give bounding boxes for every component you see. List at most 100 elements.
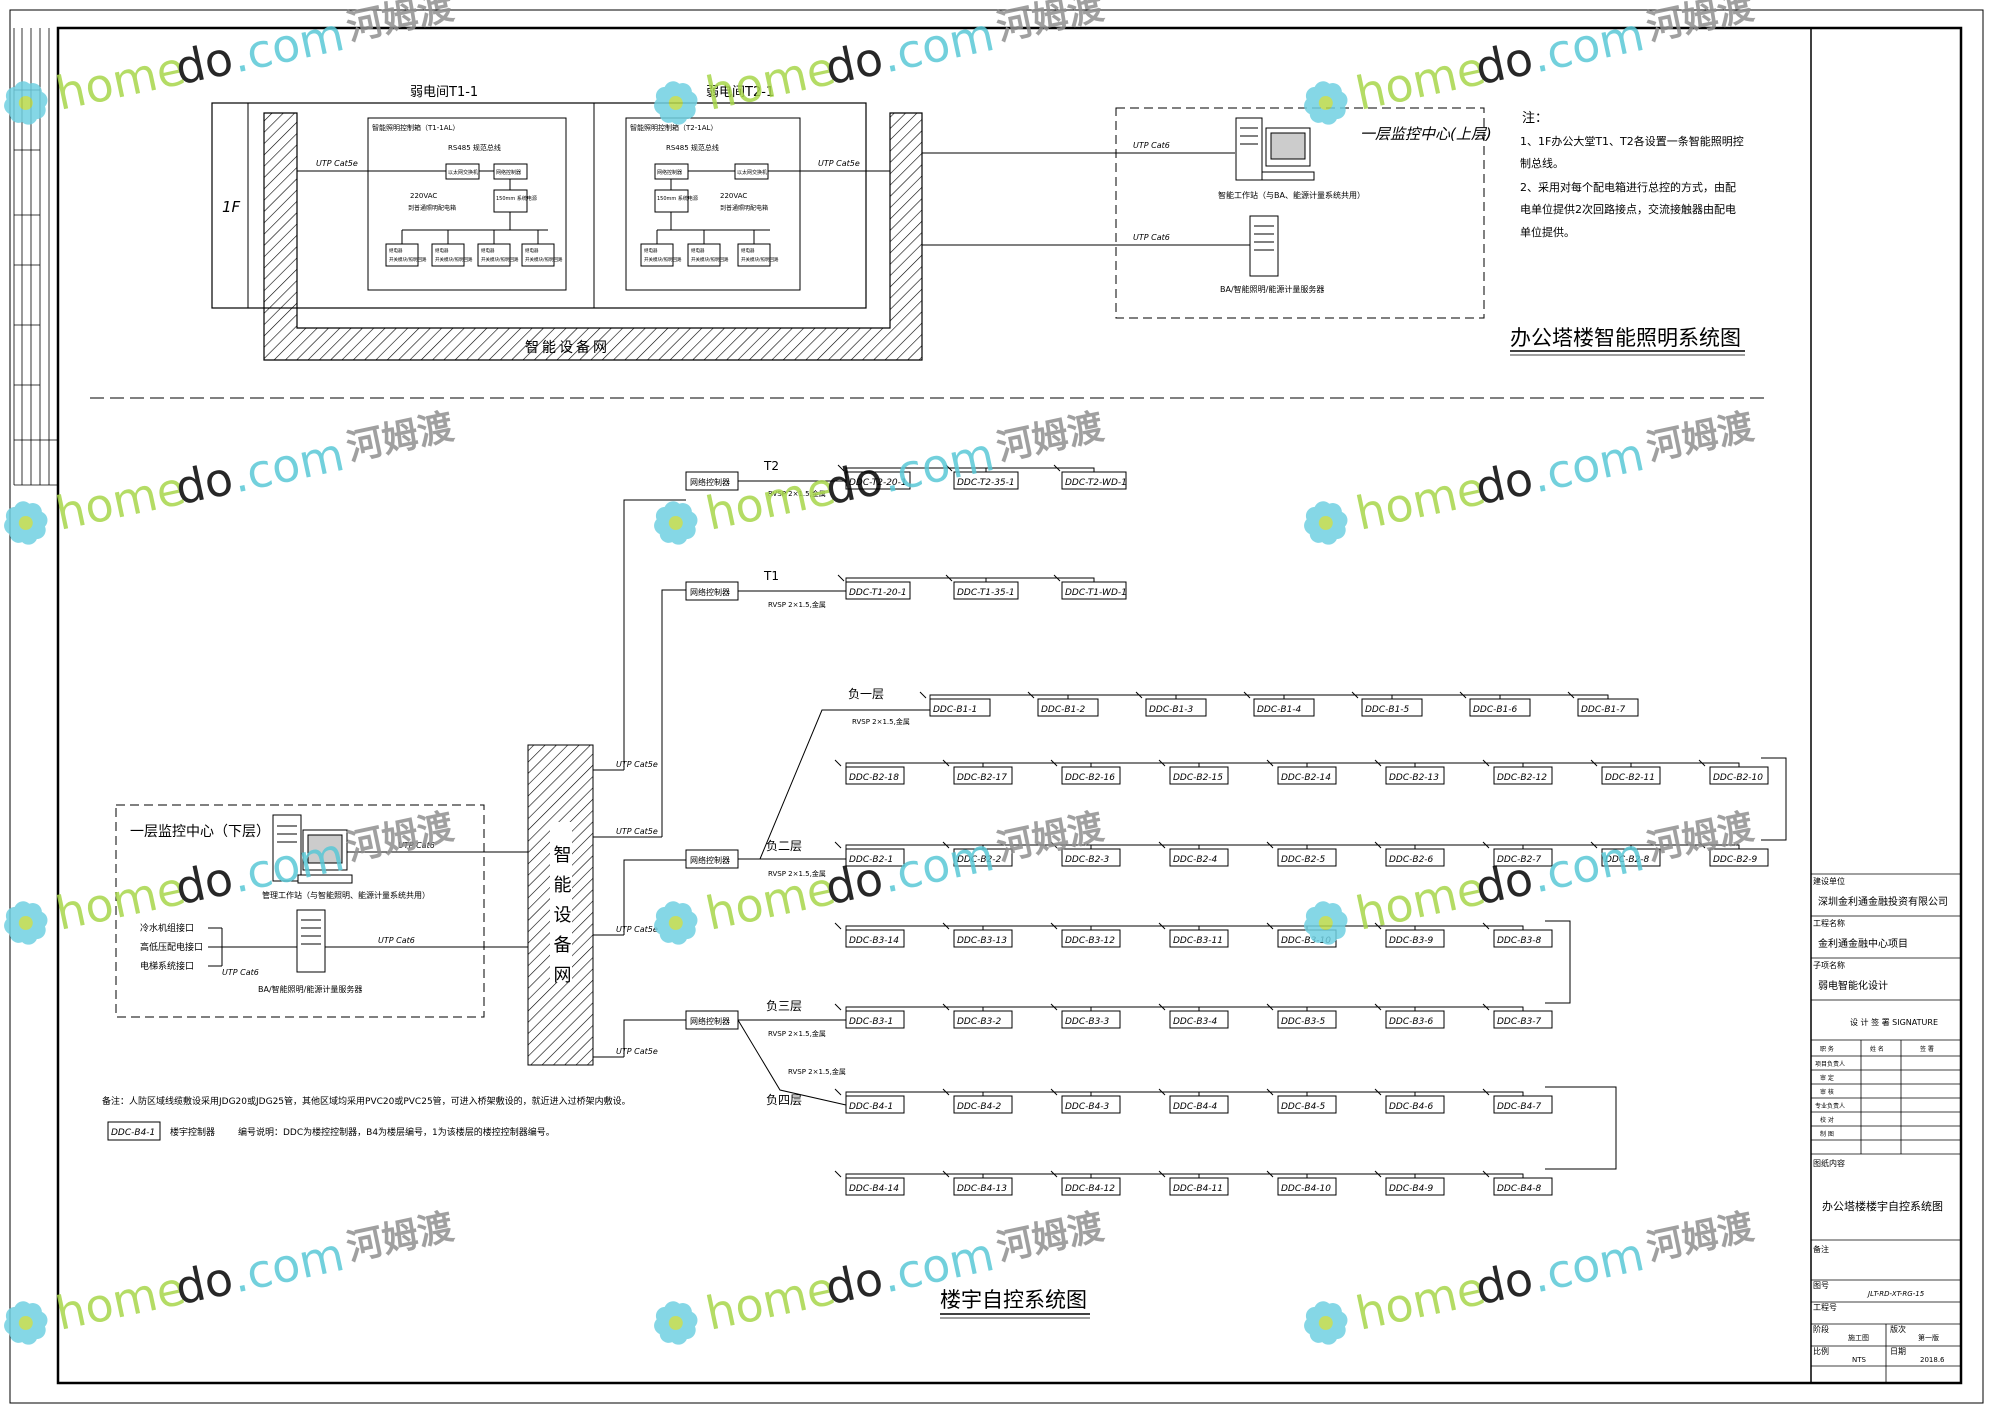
ddc-box <box>1493 1177 1553 1196</box>
svg-text:开关模块/照明回路: 开关模块/照明回路 <box>389 256 427 263</box>
ddc-label: DDC-B4-10 <box>1281 1184 1331 1194</box>
svg-text:继电器: 继电器 <box>389 247 403 254</box>
ddc-label: DDC-B3-6 <box>1389 1017 1434 1027</box>
ddc-box <box>845 471 911 490</box>
svg-text:到普通照明配电箱: 到普通照明配电箱 <box>720 204 768 212</box>
svg-text:智能设备网: 智能设备网 <box>551 845 572 995</box>
watermark-com: .com <box>1527 827 1649 903</box>
svg-text:智能照明控制箱（T2-1AL）: 智能照明控制箱（T2-1AL） <box>630 123 717 132</box>
watermark-cn: 河姆渡 <box>1643 406 1757 469</box>
svg-text:阶段: 阶段 <box>1813 1324 1829 1334</box>
ddc-box <box>1493 1095 1553 1114</box>
ddc-box <box>1601 766 1661 785</box>
svg-text:UTP Cat5e: UTP Cat5e <box>616 1047 658 1056</box>
ddc-label: DDC-B1-4 <box>1257 705 1302 715</box>
svg-text:图纸内容: 图纸内容 <box>1813 1158 1845 1168</box>
ddc-label: DDC-B4-4 <box>1173 1102 1218 1112</box>
server-icon <box>1249 215 1279 277</box>
ddc-box <box>1385 1010 1445 1029</box>
cabinet-t2: 智能照明控制箱（T2-1AL） RS485 规范总线 网络控制器 以太网交换机 … <box>625 117 801 291</box>
cabinet-t1: 智能照明控制箱（T1-1AL） RS485 规范总线 以太网交换机 网络控制器 … <box>367 117 567 291</box>
watermark-cn: 河姆渡 <box>343 806 457 869</box>
svg-text:RS485 规范总线: RS485 规范总线 <box>666 143 719 152</box>
ddc-box <box>1469 698 1531 717</box>
ddc-label: DDC-B3-12 <box>1065 936 1115 946</box>
ddc-box <box>1169 1010 1229 1029</box>
svg-text:UTP Cat6: UTP Cat6 <box>1133 233 1170 242</box>
svg-text:冷水机组接口: 冷水机组接口 <box>140 922 194 934</box>
ddc-label: DDC-B2-10 <box>1713 773 1763 783</box>
ddc-label: DDC-B2-18 <box>849 773 899 783</box>
watermark-home: home <box>1351 461 1490 541</box>
ddc-label: DDC-T1-WD-1 <box>1065 588 1127 598</box>
svg-text:UTP Cat5e: UTP Cat5e <box>616 827 658 836</box>
ddc-label: DDC-B4-1 <box>849 1102 893 1112</box>
ddc-box <box>1601 848 1661 867</box>
svg-text:开关模块/照明回路: 开关模块/照明回路 <box>741 256 779 263</box>
ddc-label: DDC-B2-17 <box>957 773 1007 783</box>
ddc-label: DDC-B2-13 <box>1389 773 1439 783</box>
svg-text:智能照明控制箱（T1-1AL）: 智能照明控制箱（T1-1AL） <box>372 123 459 132</box>
watermark-do: do <box>820 851 887 916</box>
ddc-box <box>1061 1010 1121 1029</box>
svg-text:审 核: 审 核 <box>1820 1088 1834 1096</box>
svg-text:开关模块/照明回路: 开关模块/照明回路 <box>644 256 682 263</box>
watermark-cn: 河姆渡 <box>1643 1206 1757 1269</box>
ddc-box <box>1385 848 1445 867</box>
svg-text:T2: T2 <box>763 459 779 473</box>
flower-logo-icon <box>4 901 48 945</box>
ddc-label: DDC-B3-4 <box>1173 1017 1218 1027</box>
watermark-do: do <box>170 1251 237 1316</box>
svg-text:220VAC: 220VAC <box>720 192 747 200</box>
svg-text:继电器: 继电器 <box>691 247 705 254</box>
svg-text:施工图: 施工图 <box>1848 1333 1869 1342</box>
svg-text:管理工作站（与智能照明、能源计量系统共用）: 管理工作站（与智能照明、能源计量系统共用） <box>262 890 430 900</box>
watermark-cn: 河姆渡 <box>343 406 457 469</box>
watermark-cn: 河姆渡 <box>1643 0 1757 49</box>
svg-text:制 图: 制 图 <box>1820 1130 1834 1138</box>
ddc-label: DDC-B3-8 <box>1497 936 1542 946</box>
svg-text:设 计 签 署 SIGNATURE: 设 计 签 署 SIGNATURE <box>1850 1017 1938 1027</box>
ddc-box <box>845 581 911 600</box>
ddc-box <box>1709 766 1769 785</box>
watermark-do: do <box>170 451 237 516</box>
svg-text:电单位提供2次回路接点，交流接触器由配电: 电单位提供2次回路接点，交流接触器由配电 <box>1520 202 1736 216</box>
svg-text:RVSP 2×1.5,金属: RVSP 2×1.5,金属 <box>768 1029 826 1038</box>
ddc-label: DDC-T2-WD-1 <box>1065 478 1127 488</box>
flower-logo-icon <box>4 501 48 545</box>
ddc-box <box>929 698 991 717</box>
svg-text:制总线。: 制总线。 <box>1520 156 1564 170</box>
ddc-box <box>1037 698 1099 717</box>
svg-text:UTP Cat5e: UTP Cat5e <box>818 159 860 168</box>
ddc-label: DDC-B1-2 <box>1041 705 1086 715</box>
ddc-box <box>1385 1177 1445 1196</box>
ddc-box <box>1061 766 1121 785</box>
svg-text:工程号: 工程号 <box>1813 1303 1837 1312</box>
ddc-label: DDC-T1-20-1 <box>849 588 907 598</box>
ddc-box <box>1493 848 1553 867</box>
ddc-label: DDC-B2-2 <box>957 855 1002 865</box>
ddc-label: DDC-B2-16 <box>1065 773 1115 783</box>
ddc-label: DDC-B4-6 <box>1389 1102 1434 1112</box>
ba-title: 楼宇自控系统图 <box>940 1288 1087 1312</box>
svg-text:RVSP 2×1.5,金属: RVSP 2×1.5,金属 <box>768 600 826 609</box>
ddc-box <box>1493 766 1553 785</box>
ddc-label: DDC-B2-14 <box>1281 773 1331 783</box>
ddc-box <box>1277 766 1337 785</box>
ddc-box <box>845 1010 905 1029</box>
title-block <box>1811 873 1961 1383</box>
monitoring-center-lower <box>115 804 485 1018</box>
svg-text:UTP Cat5e: UTP Cat5e <box>616 925 658 934</box>
ddc-box <box>953 471 1019 490</box>
svg-text:网络控制器: 网络控制器 <box>657 169 682 176</box>
ddc-box <box>845 929 905 948</box>
flower-logo-icon <box>4 81 48 125</box>
